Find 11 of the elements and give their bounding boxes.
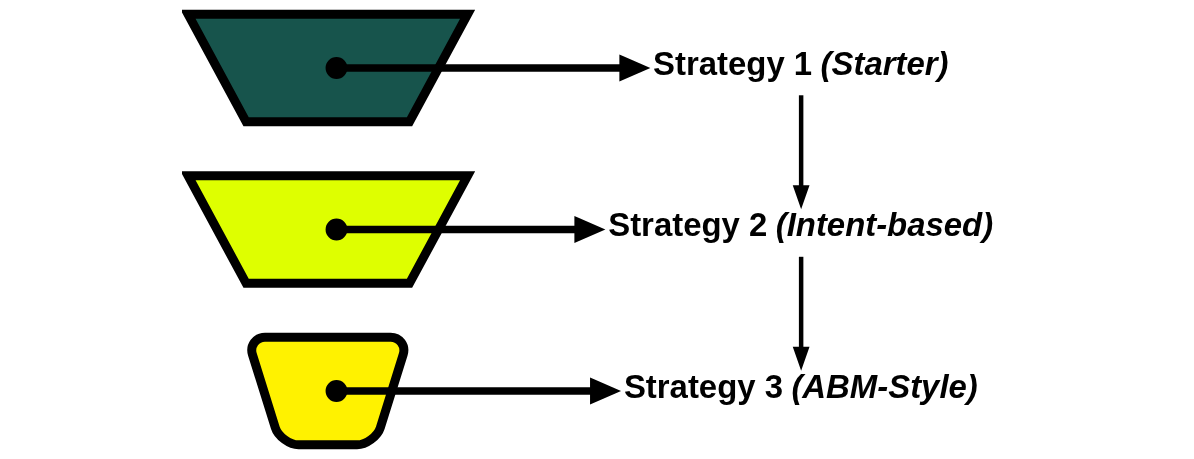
node-text: Strategy 2 (Intent-based) (608, 206, 994, 244)
node-trapezoid (182, 171, 476, 288)
arrow (325, 215, 606, 244)
node-text: Strategy 1 (Starter) (653, 44, 949, 82)
node-cup (247, 332, 409, 450)
arrow (792, 256, 810, 371)
arrow (792, 95, 810, 210)
node-trapezoid (182, 9, 476, 127)
arrow (325, 377, 622, 405)
arrow (325, 54, 651, 82)
node-text: Strategy 3 (ABM-Style) (623, 367, 978, 405)
